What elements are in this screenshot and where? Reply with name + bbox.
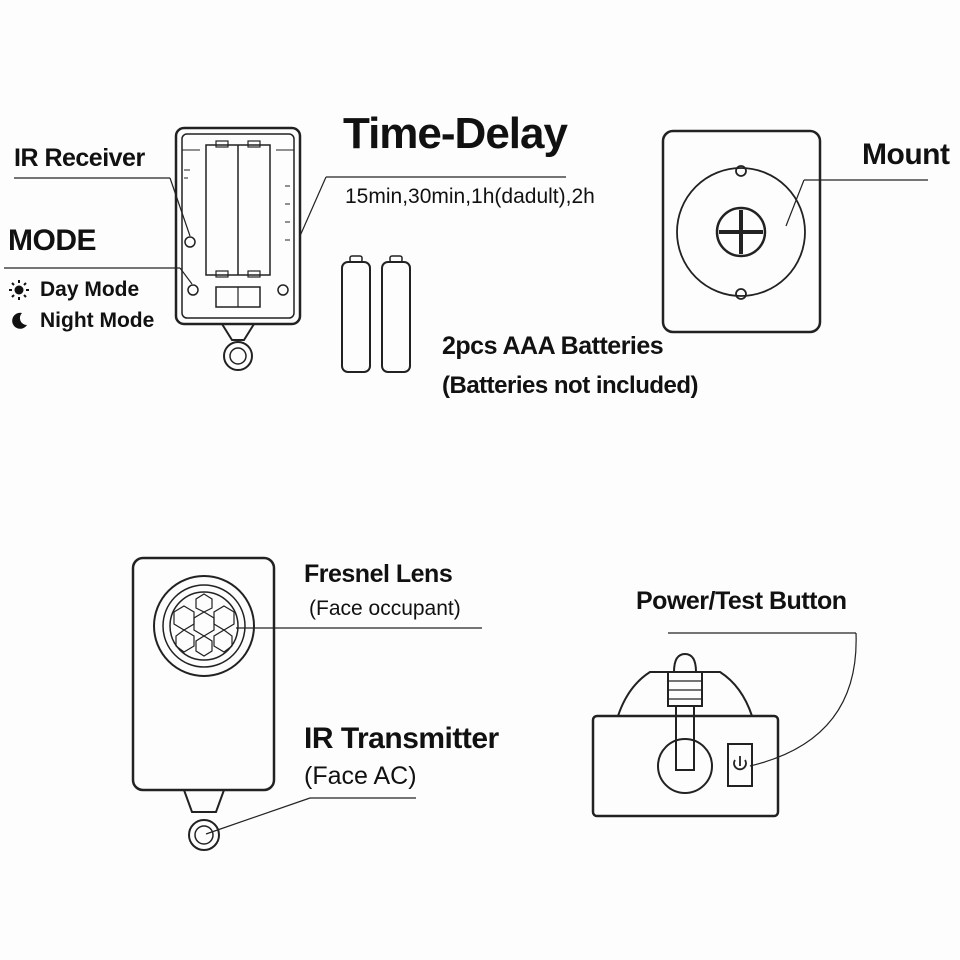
sensor-front (131, 556, 276, 851)
batteries-label: 2pcs AAA Batteries (442, 332, 664, 360)
battery-compartment-device (174, 126, 302, 371)
aaa-batteries (341, 255, 411, 373)
mount-label: Mount (862, 138, 950, 171)
power-test-device (591, 652, 780, 818)
mount-plate (661, 129, 822, 334)
ir-transmitter-label: IR Transmitter (304, 722, 499, 755)
leader-lines (4, 176, 928, 835)
day-mode-row: Day Mode (8, 278, 139, 302)
power-test-button-label: Power/Test Button (636, 587, 847, 615)
time-delay-title: Time-Delay (343, 109, 568, 158)
sun-icon (9, 280, 29, 300)
batteries-note: (Batteries not included) (442, 372, 699, 399)
night-mode-label: Night Mode (40, 309, 155, 332)
mode-label: MODE (8, 224, 97, 257)
ir-receiver-label: IR Receiver (14, 144, 145, 172)
moon-icon (12, 312, 27, 329)
fresnel-lens-label: Fresnel Lens (304, 560, 453, 588)
power-icon (733, 756, 747, 771)
fresnel-lens-note: (Face occupant) (309, 597, 461, 620)
ir-transmitter-note: (Face AC) (304, 762, 417, 790)
time-delay-options: 15min,30min,1h(dadult),2h (345, 185, 595, 208)
day-mode-label: Day Mode (40, 278, 140, 301)
night-mode-row: Night Mode (8, 309, 154, 333)
